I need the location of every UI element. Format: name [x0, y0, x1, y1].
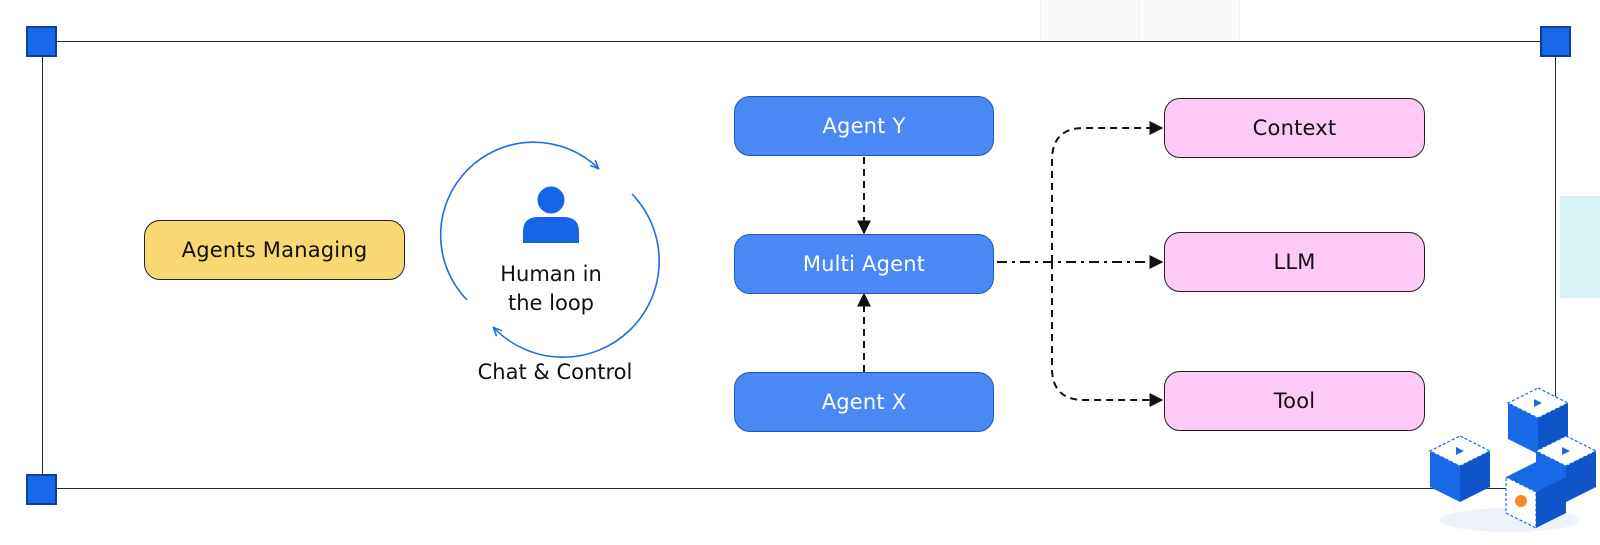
background-panel — [1138, 0, 1240, 42]
multi-agent-node[interactable]: Multi Agent — [734, 234, 994, 294]
connector-multi-to-context — [1051, 121, 1164, 262]
human-in-loop-line2: the loop — [508, 291, 594, 315]
agent-y-label: Agent Y — [822, 114, 906, 138]
user-icon — [523, 186, 579, 243]
agents-managing-label: Agents Managing — [181, 238, 368, 262]
frame-corner-handle — [26, 474, 57, 505]
connector-multi-to-tool — [1051, 262, 1164, 407]
tool-label: Tool — [1273, 389, 1316, 413]
chat-control-label: Chat & Control — [477, 360, 633, 384]
agent-x-node[interactable]: Agent X — [734, 372, 994, 432]
context-node[interactable]: Context — [1164, 98, 1425, 158]
human-in-loop-label: Human in the loop — [486, 260, 616, 318]
human-in-loop-line1: Human in — [500, 262, 602, 286]
background-panel — [1040, 0, 1140, 42]
agent-x-label: Agent X — [821, 390, 907, 414]
llm-label: LLM — [1273, 250, 1316, 274]
context-label: Context — [1252, 116, 1337, 140]
agent-y-node[interactable]: Agent Y — [734, 96, 994, 156]
diagram-frame — [42, 41, 1556, 489]
background-accent — [1560, 196, 1600, 298]
llm-node[interactable]: LLM — [1164, 232, 1425, 292]
multi-agent-label: Multi Agent — [802, 252, 926, 276]
tool-node[interactable]: Tool — [1164, 371, 1425, 431]
cube-cluster-icon — [1428, 387, 1598, 532]
agents-managing-node[interactable]: Agents Managing — [144, 220, 405, 280]
cycle-arrows-icon — [439, 141, 660, 358]
frame-corner-handle — [26, 26, 57, 57]
frame-corner-handle — [1540, 26, 1571, 57]
